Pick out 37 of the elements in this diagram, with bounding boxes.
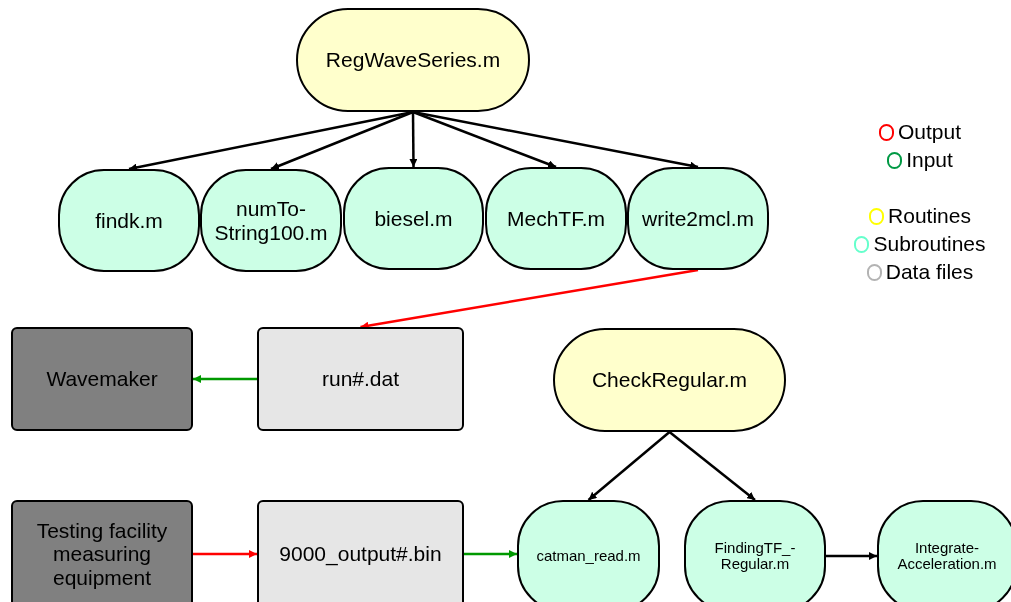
subroutine-node	[517, 500, 660, 602]
subroutine-node	[877, 500, 1011, 602]
data-file-box	[257, 500, 464, 602]
legend-label: Output	[897, 119, 961, 145]
arrow	[409, 112, 418, 167]
arrow	[412, 110, 699, 170]
node-label: Testing facility measuring equipment	[35, 519, 169, 589]
arrow	[193, 550, 257, 558]
node-label: write2mcl.m	[642, 206, 754, 231]
arrow	[826, 552, 877, 560]
data-file-box	[257, 327, 464, 431]
node-label: findk.m	[95, 208, 163, 233]
legend-label: Subroutines	[873, 231, 986, 257]
node-label: Wavemaker	[46, 367, 158, 391]
subroutine-node	[684, 500, 826, 602]
arrow	[193, 375, 257, 383]
node-label: FindingTF_- Regular.m	[713, 539, 797, 573]
arrow	[668, 431, 756, 501]
arrow	[464, 550, 517, 558]
node-label: numTo- String100.m	[213, 197, 329, 244]
node-label: MechTF.m	[507, 206, 605, 231]
node-label: catman_read.m	[536, 547, 641, 565]
arrow	[360, 268, 699, 330]
node-label: 9000_output#.bin	[279, 542, 442, 566]
arrow	[270, 110, 414, 171]
node-label: CheckRegular.m	[591, 368, 748, 392]
legend-label: Routines	[888, 203, 971, 229]
device-box	[11, 500, 193, 602]
arrow	[412, 110, 557, 169]
node-label: Integrate- Acceleration.m	[896, 539, 998, 573]
legend-label: Data files	[885, 259, 974, 285]
arrow	[587, 431, 671, 501]
node-label: biesel.m	[374, 206, 453, 231]
node-label: run#.dat	[321, 367, 400, 391]
device-box	[11, 327, 193, 431]
node-label: RegWaveSeries.m	[325, 48, 501, 72]
legend-label: Input	[906, 147, 953, 173]
